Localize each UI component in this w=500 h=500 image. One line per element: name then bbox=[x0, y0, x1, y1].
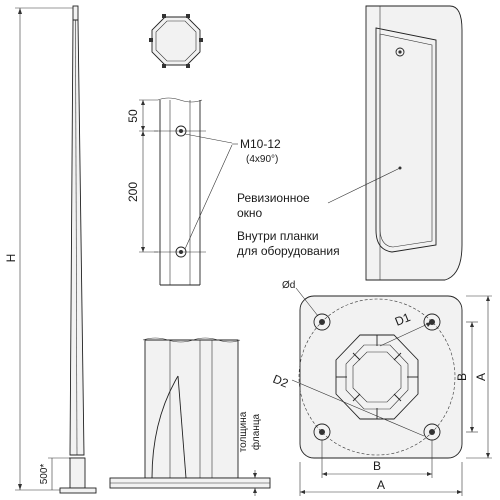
dim-b-bottom-label: B bbox=[373, 459, 381, 473]
dim-200-label: 200 bbox=[126, 182, 140, 202]
dim-a-bottom-label: A bbox=[377, 478, 385, 492]
pole-full-view bbox=[15, 5, 97, 494]
octagon-section-view bbox=[149, 14, 203, 68]
dim-a-right-label: A bbox=[474, 373, 488, 381]
dim-50-label: 50 bbox=[126, 109, 140, 123]
base-flange-view bbox=[109, 337, 271, 496]
height-label: H bbox=[4, 254, 18, 263]
base-part-label: 500* bbox=[39, 464, 50, 485]
inside-strip-label-1: Внутри планки bbox=[237, 229, 319, 243]
flange-plan-view bbox=[291, 287, 492, 496]
flange-thickness-label-2: фланца bbox=[250, 413, 262, 450]
inside-strip-label-2: для оборудования bbox=[237, 244, 340, 258]
revision-window-label-1: Ревизионное bbox=[237, 191, 310, 205]
d1-label: D1 bbox=[393, 310, 413, 329]
revision-window-view bbox=[327, 5, 463, 281]
d2-label: D2 bbox=[271, 372, 291, 391]
bolt-label: M10-12 bbox=[240, 137, 281, 151]
hole-diameter-label: Ød bbox=[282, 280, 295, 291]
door-section-view bbox=[139, 97, 238, 286]
revision-window-label-2: окно bbox=[237, 206, 263, 220]
flange-thickness-label-1: толщина bbox=[238, 411, 249, 452]
bolt-sub-label: (4x90°) bbox=[246, 154, 278, 165]
dim-b-right-label: B bbox=[455, 373, 469, 381]
